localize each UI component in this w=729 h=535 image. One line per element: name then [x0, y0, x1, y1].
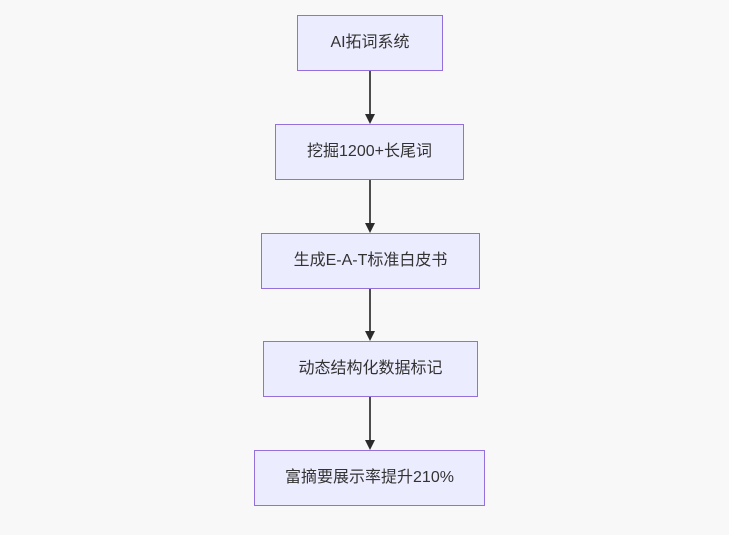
flow-node-step1: AI拓词系统	[297, 15, 443, 71]
arrow-line	[369, 71, 371, 114]
flow-node-step3: 生成E-A-T标准白皮书	[261, 233, 480, 289]
arrow-head-icon	[365, 440, 375, 450]
flow-node-label: 富摘要展示率提升210%	[285, 469, 454, 486]
flow-node-label: 生成E-A-T标准白皮书	[293, 252, 448, 269]
flow-node-label: 动态结构化数据标记	[298, 360, 443, 377]
arrow-head-icon	[365, 114, 375, 124]
arrow-head-icon	[365, 331, 375, 341]
flow-node-label: AI拓词系统	[330, 34, 410, 51]
arrow-line	[369, 289, 371, 331]
arrow-line	[369, 180, 371, 223]
flow-node-label: 挖掘1200+长尾词	[307, 143, 432, 160]
flow-node-step2: 挖掘1200+长尾词	[275, 124, 464, 180]
arrow-head-icon	[365, 223, 375, 233]
flow-node-step5: 富摘要展示率提升210%	[254, 450, 485, 506]
arrow-line	[369, 397, 371, 440]
flow-node-step4: 动态结构化数据标记	[263, 341, 478, 397]
